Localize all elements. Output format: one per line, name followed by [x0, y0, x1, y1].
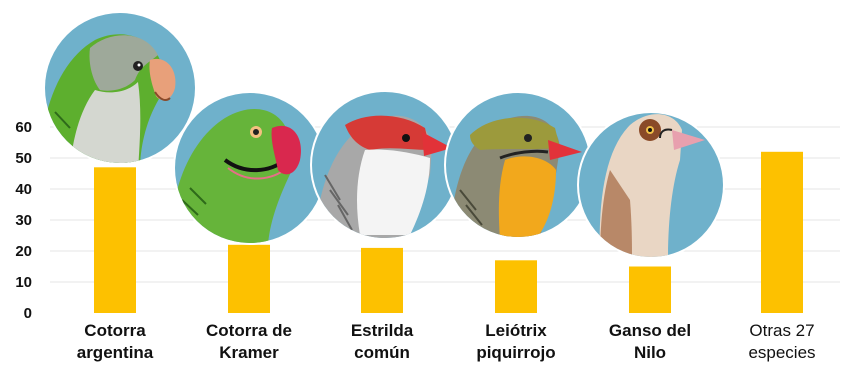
x-category-label-line: piquirrojo	[476, 343, 556, 362]
x-category-label: Otras 27 especies	[707, 320, 848, 364]
x-category-label: Estrilda común	[307, 320, 457, 364]
bars	[94, 151, 803, 313]
x-category-label-line: Cotorra	[84, 321, 146, 340]
x-category-label-line: argentina	[76, 343, 154, 362]
y-tick-label: 10	[15, 274, 32, 291]
bar	[361, 247, 403, 313]
rose-ringed-parakeet-icon	[173, 91, 327, 245]
y-tick-label: 20	[15, 243, 32, 260]
bar	[228, 244, 270, 313]
x-category-label-line: especies	[748, 343, 816, 362]
common-waxbill-icon	[310, 90, 460, 240]
x-category-label-line: Kramer	[219, 343, 279, 362]
x-category-label-line: Otras 27	[749, 321, 815, 340]
x-category-label-line: Nilo	[633, 343, 667, 362]
x-category-label: Cotorra argentina	[40, 320, 190, 364]
y-tick-label: 50	[15, 150, 32, 167]
egyptian-goose-icon	[577, 111, 725, 259]
y-axis-ticks: 0 10 20 30 40 50 60	[15, 119, 32, 322]
bar	[761, 151, 803, 313]
x-category-label-line: Leiótrix	[485, 321, 547, 340]
x-category-label: Leiótrix piquirrojo	[441, 320, 591, 364]
x-category-label-line: Ganso del	[608, 321, 692, 340]
x-category-label: Cotorra de Kramer	[174, 320, 324, 364]
x-category-label-line: Cotorra de	[206, 321, 292, 340]
y-tick-label: 0	[24, 305, 32, 322]
bar	[495, 260, 537, 313]
red-billed-leiothrix-icon	[444, 91, 592, 239]
monk-parakeet-icon	[43, 11, 197, 165]
y-tick-label: 30	[15, 212, 32, 229]
x-category-label-line: común	[354, 343, 410, 362]
x-category-label-line: Estrilda	[350, 321, 414, 340]
y-tick-label: 40	[15, 181, 32, 198]
bar	[94, 167, 136, 313]
y-tick-label: 60	[15, 119, 32, 136]
bar	[629, 266, 671, 313]
